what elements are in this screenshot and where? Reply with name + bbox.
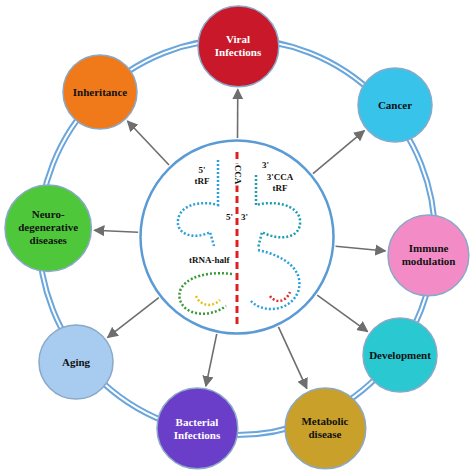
trna-label: CCA [232,164,243,186]
topic-disc [198,6,279,87]
arrow-connector [127,121,169,165]
arrow-connector [317,295,367,331]
trna-label: 5' tRF [190,165,214,187]
topic-circle: Metabolic disease [284,387,367,470]
trna-label: 3' [262,160,269,171]
topic-label: Aging [62,356,90,369]
arrow-connector [313,131,364,174]
topic-label: Cancer [378,99,412,112]
topic-label: Immune modulation [395,242,463,268]
topic-circle: Inheritance [62,54,138,130]
arrow-connector [336,246,386,251]
trna-strand [250,250,299,309]
topic-disc [63,55,137,129]
topic-label: Viral Infections [204,33,272,59]
topic-circle: Viral Infections [197,5,280,88]
arrow-connector [237,89,239,138]
hub-outline [141,141,334,334]
trna-strand [179,273,232,313]
topic-label: Development [369,349,431,362]
trna-label: 5' [226,212,233,223]
trna-strand [178,160,218,246]
topic-disc [358,68,432,142]
topic-disc [39,325,113,399]
trna-hub-circle: 5' tRF 3' CCA 3'CCA tRF 5' 3' tRNA-half [139,139,335,335]
trna-strand [270,292,290,301]
trna-label: 3'CCA tRF [262,172,298,194]
trna-strand [196,296,220,305]
topic-circle: Development [362,317,438,393]
topic-disc [285,388,366,469]
arrow-connector [108,298,159,338]
arrow-connector [206,334,217,386]
topic-disc [157,388,238,469]
topic-disc [388,215,469,296]
arrow-connector [278,327,306,389]
topic-circle: Neuro-degenerative diseases [4,184,92,272]
topic-disc [5,185,91,271]
topic-disc [363,318,437,392]
topic-label: Inheritance [73,86,127,99]
topic-label: Metabolic disease [291,415,359,441]
topic-label: Neuro-degenerative diseases [14,208,82,247]
topic-circle: Bacterial Infections [156,387,239,470]
trna-label: tRNA-half [188,255,231,266]
topic-label: Bacterial Infections [163,416,231,442]
topic-circle: Aging [38,324,114,400]
trna-label: 3' [241,212,248,223]
topic-circle: Immune modulation [387,214,470,297]
arrow-connector [94,230,138,232]
hub-ground [139,139,335,335]
topic-circle: Cancer [357,67,433,143]
